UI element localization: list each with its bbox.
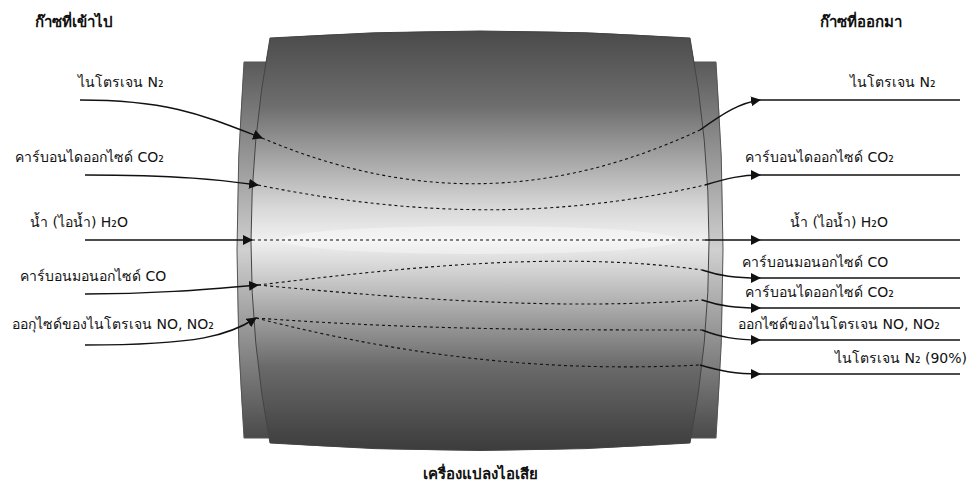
converter-shape xyxy=(230,28,730,488)
flow-line xyxy=(258,285,702,304)
flow-line xyxy=(760,99,960,101)
flow-line xyxy=(252,239,705,240)
column-heading: ก๊าซที่เข้าไป xyxy=(35,12,113,32)
flow-line xyxy=(85,285,258,294)
flow-line xyxy=(760,277,960,279)
flow-line xyxy=(760,307,960,309)
converter-body xyxy=(251,31,709,451)
gas-label: ไนโตรเจน N₂ xyxy=(850,72,936,92)
flow-line xyxy=(760,174,960,176)
flow-line xyxy=(85,175,258,185)
flow-line xyxy=(85,239,252,241)
flow-line xyxy=(705,175,760,185)
flow-line xyxy=(702,300,760,308)
flow-line xyxy=(700,100,760,130)
gas-label: คาร์บอนไดออกไซด์ CO₂ xyxy=(15,147,164,167)
column-heading: ก๊าซที่ออกมา xyxy=(820,12,902,32)
gas-label: ไนโตรเจน N₂ xyxy=(78,72,164,92)
gas-label: น้ำ (ไอน้ำ) H₂O xyxy=(790,212,888,232)
flow-line xyxy=(705,239,760,241)
flow-line xyxy=(262,130,700,184)
gas-label: น้ำ (ไอน้ำ) H₂O xyxy=(30,212,128,232)
gas-label: คาร์บอนไดออกไซด์ CO₂ xyxy=(745,147,894,167)
gas-label: ไนโตรเจน N₂ (90%) xyxy=(835,348,967,368)
flow-line xyxy=(80,100,262,138)
flow-line xyxy=(256,318,700,367)
gas-label: คาร์บอนมอนอกไซด์ CO xyxy=(742,252,888,272)
converter-caption: เครื่องแปลงไอเสีย xyxy=(230,464,730,484)
flow-line xyxy=(700,365,760,374)
flow-line xyxy=(760,239,960,241)
flow-line xyxy=(258,185,705,210)
catalytic-converter: เครื่องแปลงไอเสีย xyxy=(230,28,730,488)
outlet-lines xyxy=(700,100,960,374)
gas-label: คาร์บอนไดออกไซด์ CO₂ xyxy=(745,282,894,302)
flow-line xyxy=(760,339,960,341)
gas-label: ออกุไซด์ของไนโตรเจน NO, NO₂ xyxy=(12,314,214,334)
flow-line xyxy=(760,373,960,375)
flow-line xyxy=(256,318,702,330)
flow-line xyxy=(258,261,702,285)
gas-label: คาร์บอนมอนอกไซด์ CO xyxy=(20,266,166,286)
gas-label: ออกไซด์ของไนโตรเจน NO, NO₂ xyxy=(738,314,940,334)
flow-line xyxy=(702,270,760,278)
inner-flow-lines xyxy=(252,130,705,367)
